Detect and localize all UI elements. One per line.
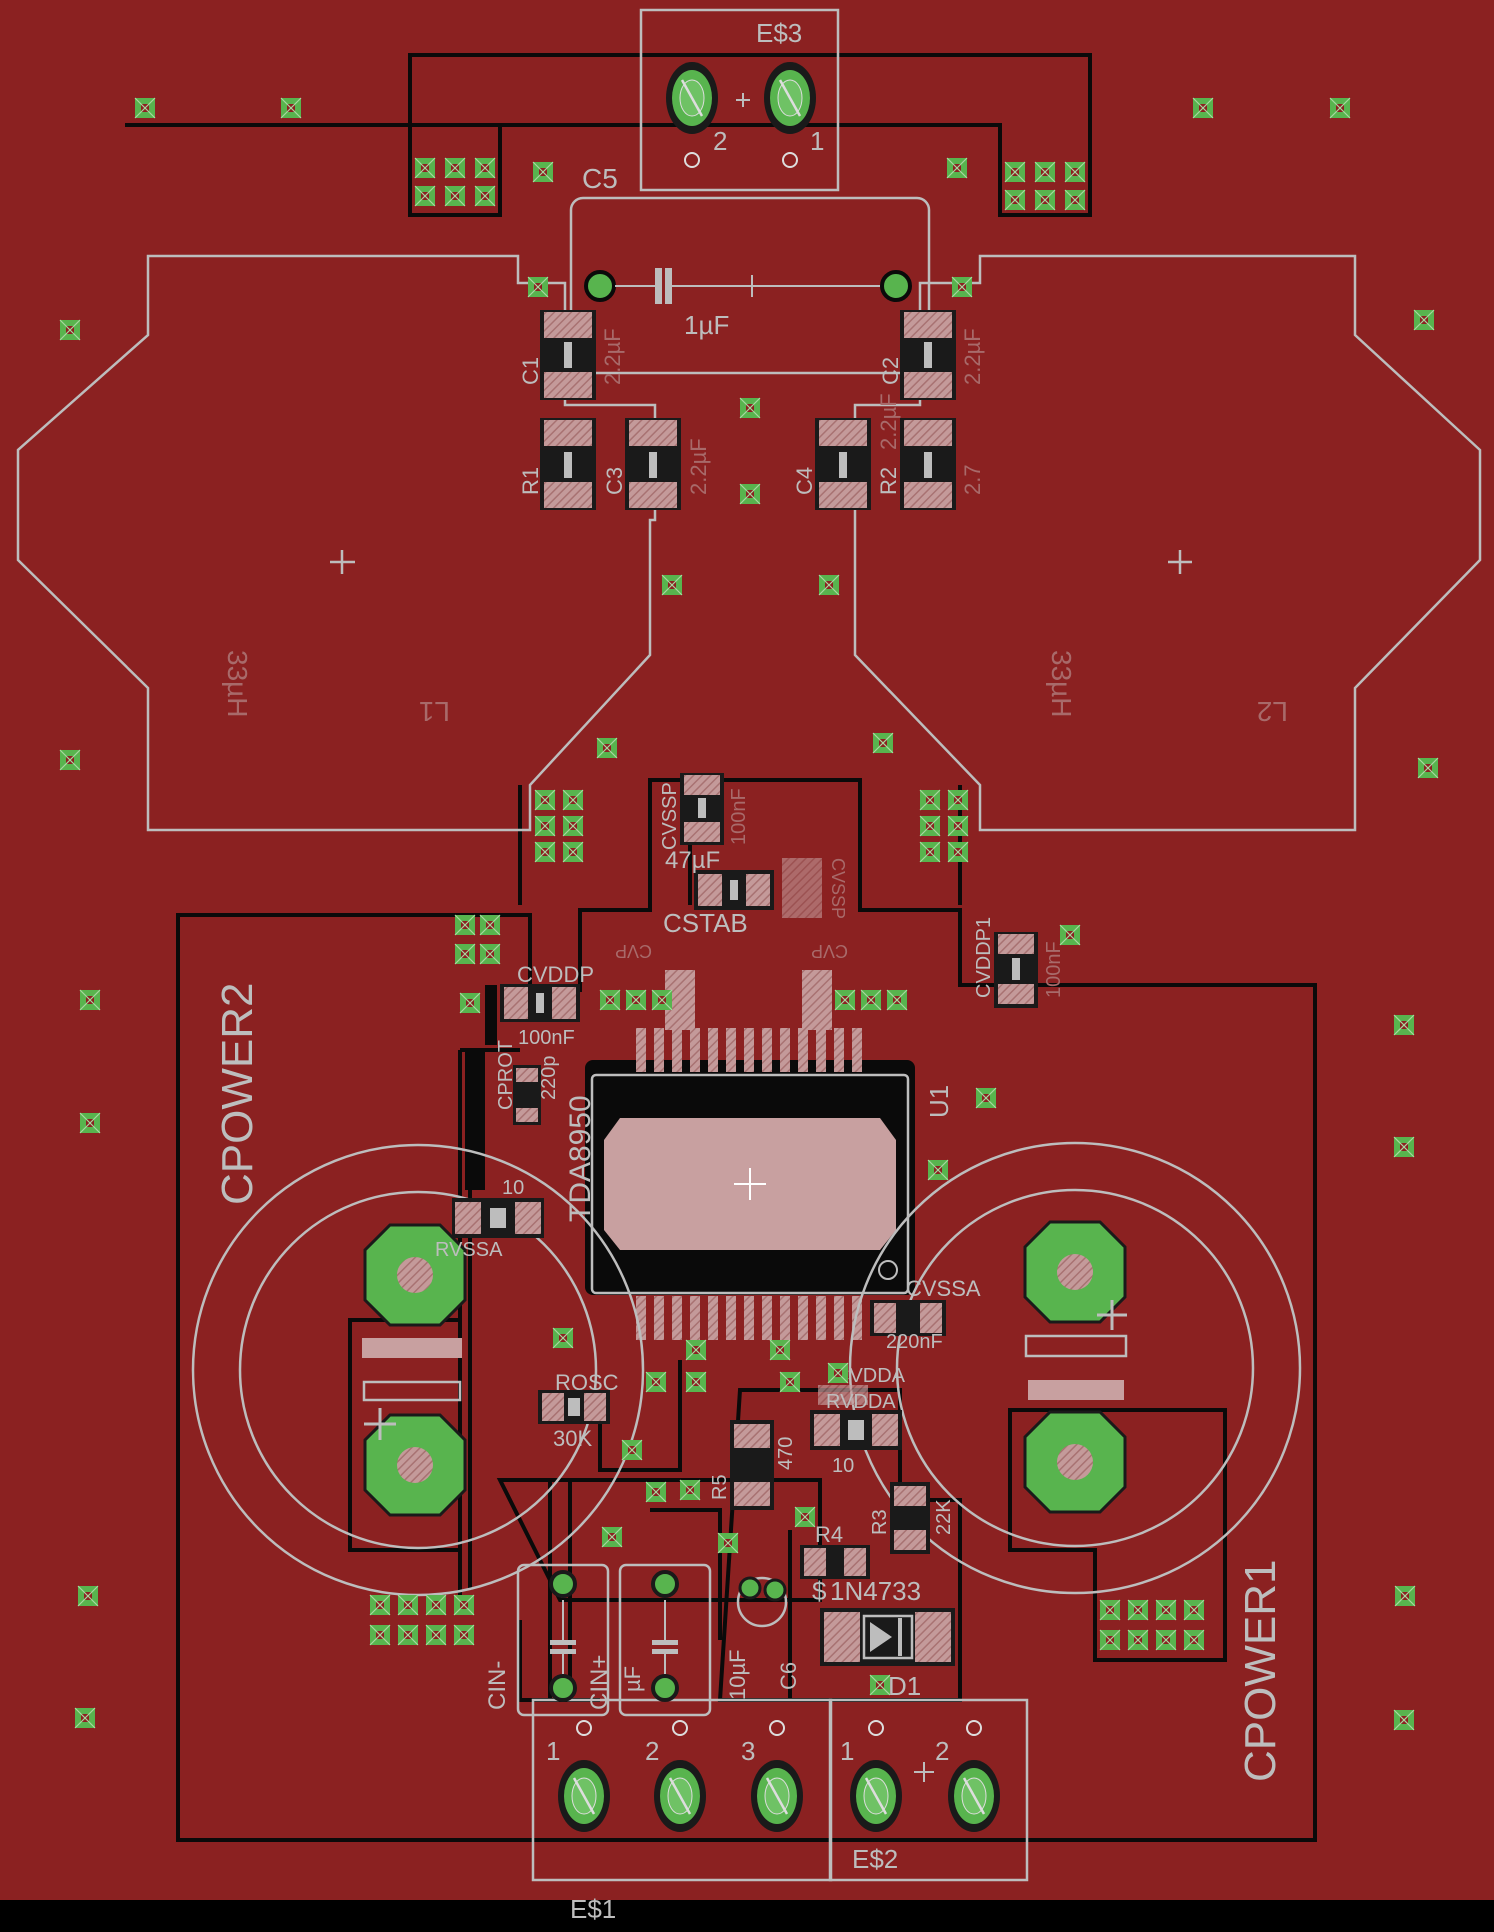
cvddp1-value: 100nF — [1043, 941, 1065, 998]
smd-cvddp1 — [994, 932, 1038, 1008]
cstab-value: 47µF — [665, 847, 720, 874]
r5-label: R5 — [709, 1474, 731, 1500]
smd-cvssp — [680, 773, 724, 845]
cin-plus-label: CIN+ — [586, 1655, 613, 1710]
ic-u1 — [590, 1028, 910, 1340]
capacitor-cin-plus — [618, 1563, 712, 1717]
cvssp-label: CVSSP — [659, 782, 681, 850]
smd-c3 — [625, 418, 681, 510]
es2-pin2: 2 — [935, 1736, 949, 1766]
l1-value: 33µH — [222, 650, 253, 718]
rosc-value: 30K — [553, 1426, 592, 1451]
cvssp-mirror-pad — [782, 858, 822, 918]
cvddp-label: CVDDP — [517, 962, 594, 987]
smd-cprot — [513, 1065, 541, 1125]
r5-value: 470 — [775, 1437, 797, 1470]
c6-value: 10µF — [725, 1649, 750, 1700]
r2-label: R2 — [876, 467, 901, 495]
cin-plus-value: µF — [620, 1666, 645, 1692]
rosc-label: ROSC — [555, 1370, 619, 1395]
r1-label: R1 — [518, 467, 543, 495]
c3-value: 2.2µF — [686, 438, 711, 495]
c1-value: 2.2µF — [600, 328, 625, 385]
smd-c1 — [540, 310, 596, 400]
rvdda-label: RVDDA — [826, 1391, 896, 1413]
connector-es3: E$3 2 1 — [639, 8, 840, 192]
smd-c2 — [900, 310, 956, 400]
smd-r4 — [800, 1545, 870, 1579]
r3-label: R3 — [869, 1509, 891, 1535]
c2-label: C2 — [878, 357, 903, 385]
capacitor-cin-minus — [516, 1563, 610, 1717]
smd-cvp-b — [802, 970, 832, 1030]
smd-r3 — [890, 1482, 930, 1554]
es2-pin1: 1 — [840, 1736, 854, 1766]
c1-label: C1 — [518, 357, 543, 385]
smd-cstab — [694, 870, 774, 910]
cvssa-label: CVSSA — [906, 1276, 981, 1301]
es1-pin2: 2 — [645, 1736, 659, 1766]
c4-label: C4 — [792, 467, 817, 495]
cvssp-mirror-label: CVSSP — [828, 858, 848, 919]
c3-label: C3 — [602, 467, 627, 495]
rvssa-value: 10 — [502, 1177, 524, 1199]
r2-value-a: 2.2µF — [876, 393, 901, 450]
cpower2-label: CPOWER2 — [213, 983, 262, 1205]
rvssa-label: RVSSA — [435, 1239, 503, 1261]
u1-part: TDA8950 — [564, 1095, 597, 1222]
es3-pin2: 2 — [713, 126, 727, 156]
smd-cvssa — [870, 1300, 946, 1336]
smd-cvddp — [500, 984, 580, 1022]
connector-es2: 1 2 E$2 — [828, 1698, 1029, 1882]
smd-rosc — [538, 1390, 610, 1424]
es1-pin3: 3 — [741, 1736, 755, 1766]
c2-value: 2.2µF — [960, 328, 985, 385]
cin-minus-label: CIN- — [484, 1661, 511, 1710]
cstab-label: CSTAB — [663, 908, 748, 938]
capacitor-cpower1 — [848, 1141, 1302, 1595]
c5-value: 1µF — [684, 310, 729, 340]
s-prefix: $ — [812, 1576, 827, 1606]
cprot-label: CPROT — [495, 1040, 517, 1110]
l2-label: L2 — [1257, 696, 1288, 727]
smd-rvdda — [810, 1385, 902, 1450]
r2-value-b: 2.7 — [960, 464, 985, 495]
l1-label: L1 — [419, 696, 450, 727]
cvdda-label: CVDDA — [835, 1365, 906, 1387]
cprot-value: 220p — [538, 1056, 560, 1101]
smd-r2 — [900, 418, 956, 510]
cvssp-value: 100nF — [728, 788, 750, 845]
c5-label: C5 — [582, 163, 618, 194]
l2-value: 33µH — [1046, 650, 1077, 718]
cvssa-value: 220nF — [886, 1331, 943, 1353]
smd-c4 — [815, 418, 871, 510]
c6-label: C6 — [776, 1662, 801, 1690]
es3-label: E$3 — [756, 18, 802, 48]
inductor-l1 — [16, 254, 657, 832]
d1-part: 1N4733 — [830, 1576, 921, 1606]
capacitor-c5: C5 1µF — [569, 163, 931, 375]
es2-label: E$2 — [852, 1844, 898, 1874]
cvddp1-label: CVDDP1 — [973, 917, 995, 998]
smd-rvssa — [452, 1198, 544, 1238]
es1-label: E$1 — [570, 1894, 616, 1924]
capacitor-c6 — [736, 1576, 788, 1628]
smd-r5 — [730, 1420, 774, 1510]
r3-value: 22K — [933, 1499, 955, 1535]
diode-d1 — [820, 1608, 955, 1666]
capacitor-cpower2 — [191, 1143, 645, 1597]
rvdda-value: 10 — [832, 1455, 854, 1477]
es1-pin1: 1 — [546, 1736, 560, 1766]
cvp-b-label: CVP — [811, 941, 848, 961]
cvp-a-label: CVP — [615, 941, 652, 961]
bottom-border — [0, 1900, 1494, 1932]
cvddp-value: 100nF — [518, 1027, 575, 1049]
d1-label: D1 — [888, 1671, 921, 1701]
cpower1-label: CPOWER1 — [1236, 1560, 1285, 1782]
r4-label: R4 — [815, 1522, 843, 1547]
u1-label: U1 — [924, 1085, 954, 1118]
es3-pin1: 1 — [810, 126, 824, 156]
smd-r1 — [540, 418, 596, 510]
